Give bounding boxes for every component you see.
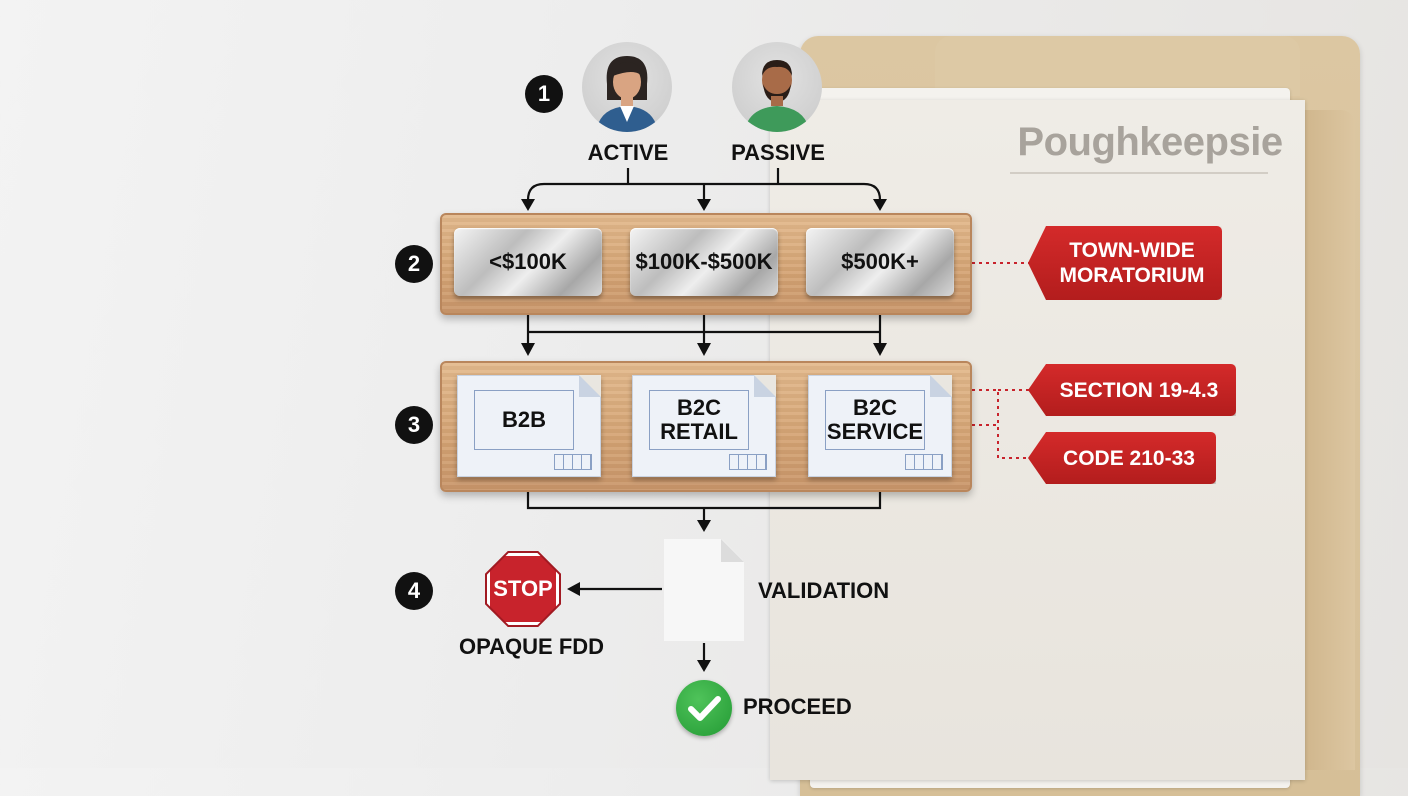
step-2-badge: 2 [395,245,433,283]
business-type-line2: SERVICE [826,419,924,444]
business-type-line2: RETAIL [660,419,738,444]
folder-tab [935,36,1300,96]
business-type-card: B2B [457,375,601,477]
connector-lines [521,168,1036,672]
step-1-badge: 1 [525,75,563,113]
female-avatar-icon [582,42,672,132]
folder-title: Poughkeepsie [1017,120,1283,164]
business-type-line1: B2C [676,395,721,420]
active-label: ACTIVE [587,140,669,165]
arrowhead [697,343,711,356]
moratorium-tag-line1: TOWN-WIDE [1069,239,1195,262]
step-3-badge: 3 [395,406,433,444]
opaque-fdd-label: OPAQUE FDD [459,634,605,659]
moratorium-tag-line2: MORATORIUM [1059,264,1205,287]
revenue-tier-plate: $500K+ [806,228,954,296]
arrowhead [697,199,711,211]
arrowhead [697,520,711,532]
validation-label: VALIDATION [758,578,890,603]
revenue-tier-plate: <$100K [454,228,602,296]
section-tag: SECTION 19-4.3 [1028,364,1236,416]
checkmark-icon [676,680,732,736]
validation-bracket [526,490,882,510]
folder-rule [1010,172,1268,174]
business-type-line1: B2B [501,407,546,432]
step-4-badge: 4 [395,572,433,610]
arrowhead [567,582,580,596]
tier-bracket [526,182,882,205]
male-avatar-icon [732,42,822,132]
arrowhead [521,343,535,356]
revenue-tier-plate: $100K-$500K [630,228,778,296]
code-leader [958,389,1034,459]
proceed-label: PROCEED [743,694,852,719]
passive-label: PASSIVE [731,140,825,165]
arrowhead [697,660,711,672]
arrowhead [521,199,535,211]
arrowhead [873,343,887,356]
stop-sign-icon: STOP [487,553,559,625]
business-type-line1: B2C [852,395,897,420]
folder-side [1300,110,1355,770]
code-tag: CODE 210-33 [1028,432,1216,484]
arrowhead [873,199,887,211]
